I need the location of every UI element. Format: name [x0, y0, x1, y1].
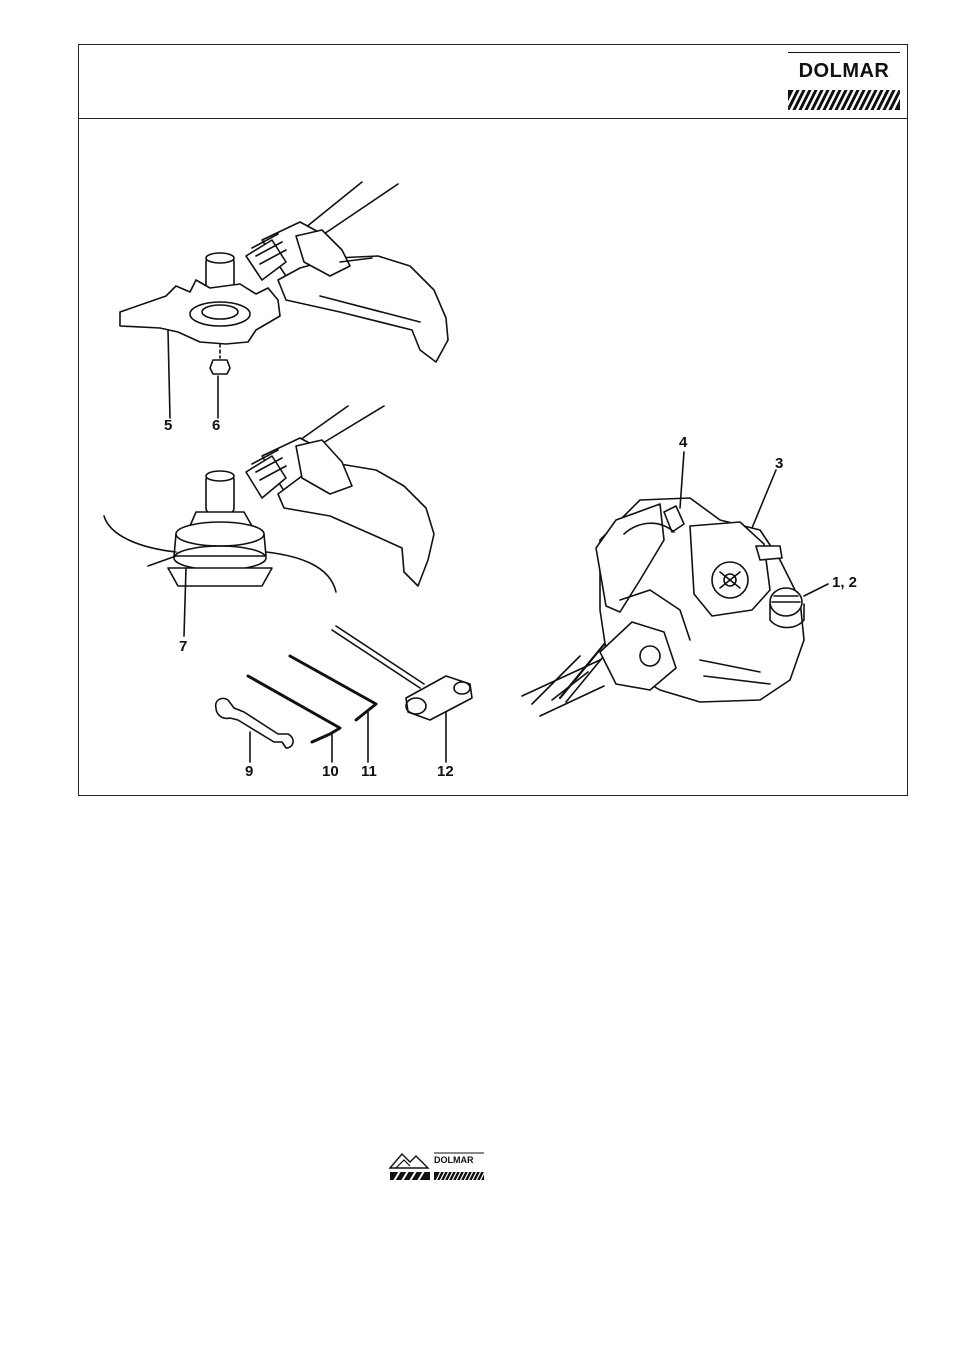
callout-7: 7: [179, 638, 187, 655]
callout-4: 4: [679, 434, 687, 451]
callout-10: 10: [322, 763, 339, 780]
nylon-head-assembly: [104, 406, 434, 636]
callout-3: 3: [775, 455, 783, 472]
callout-12: 12: [437, 763, 454, 780]
callout-9: 9: [245, 763, 253, 780]
engine-unit: [522, 452, 828, 716]
blade-assembly: [120, 182, 448, 418]
callout-1-2: 1, 2: [832, 574, 857, 591]
callout-11: 11: [361, 763, 377, 780]
callout-5: 5: [164, 417, 172, 434]
tools: [216, 626, 472, 762]
footer-logo: DOLMAR: [388, 1150, 486, 1184]
callout-6: 6: [212, 417, 220, 434]
footer-logo-wordmark: DOLMAR: [434, 1155, 474, 1165]
